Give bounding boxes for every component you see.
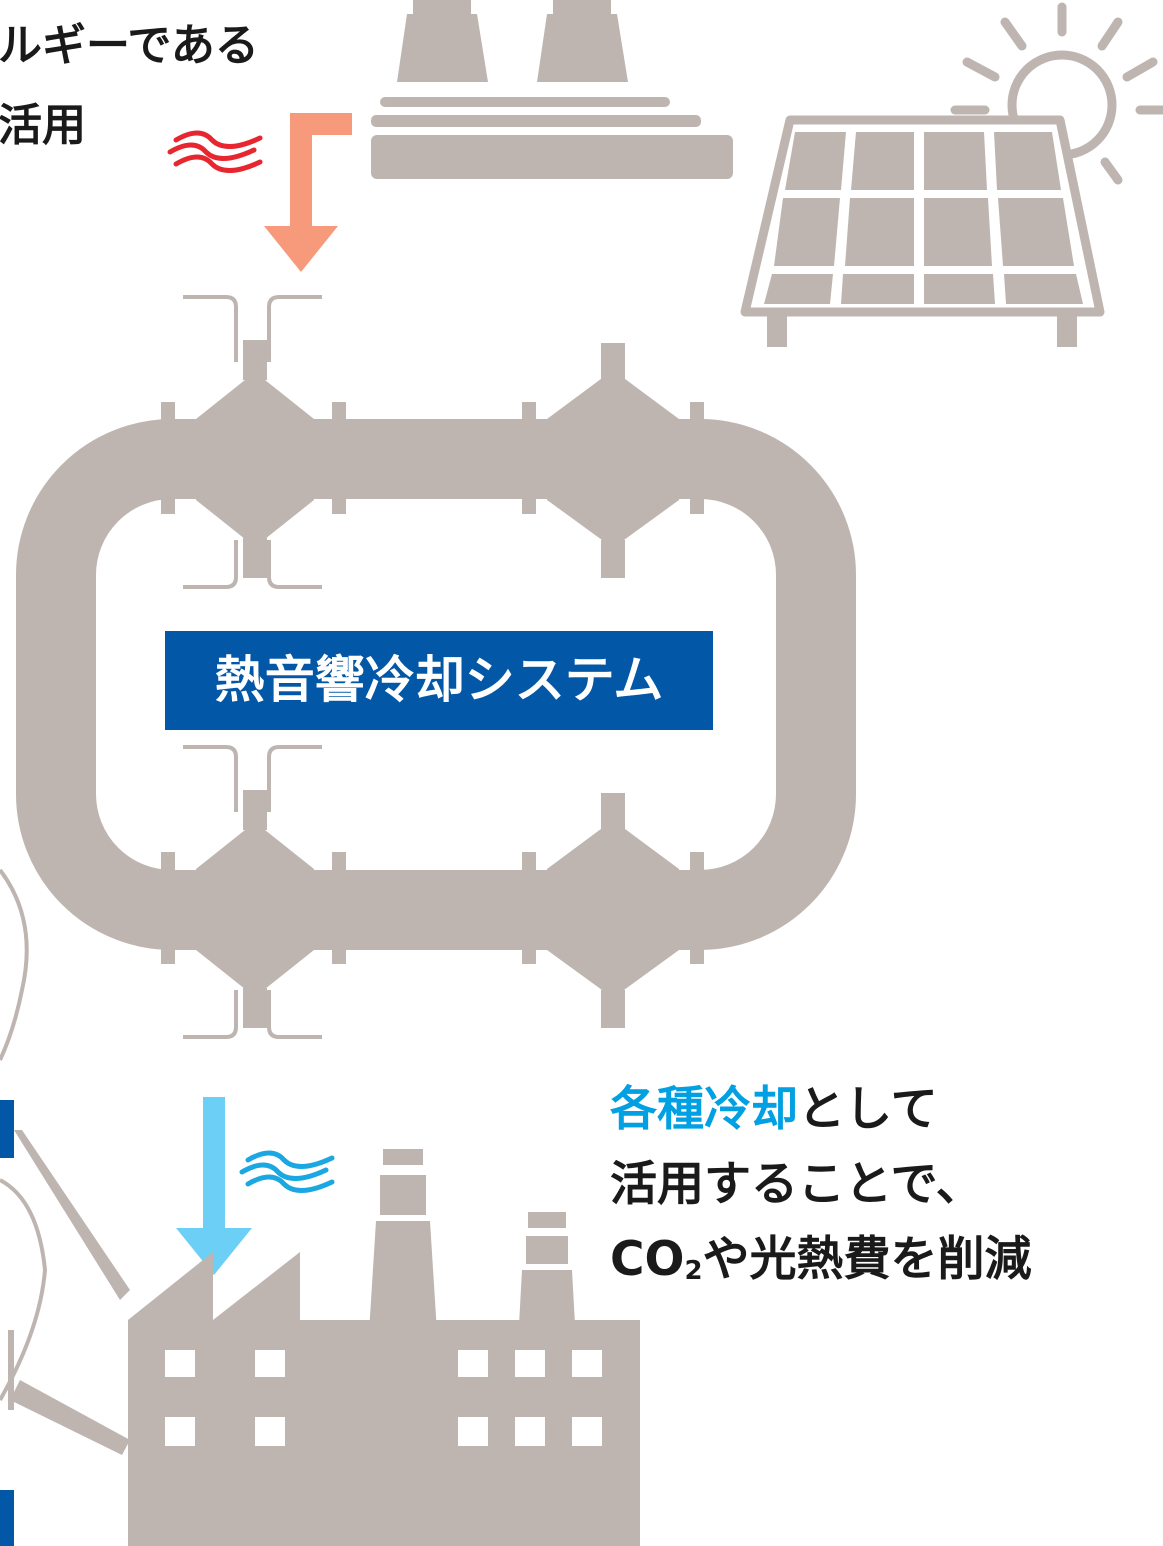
bottom-caption: 各種冷却として 活用することで、 CO2や光熱費を削減 <box>610 1072 1032 1309</box>
power-plant-icon <box>371 0 733 179</box>
bottom-caption-highlight: 各種冷却 <box>610 1082 798 1137</box>
top-caption: ルギーである 活用 <box>0 6 259 166</box>
bottom-caption-line2: 活用することで、 <box>610 1157 983 1212</box>
bottom-caption-line1: 各種冷却として <box>610 1072 1032 1147</box>
bottom-caption-line3: CO2や光熱費を削減 <box>610 1222 1032 1309</box>
system-label: 熱音響冷却システム <box>165 631 713 730</box>
solar-panel-icon <box>740 115 1105 347</box>
co2-subscript: 2 <box>684 1256 703 1286</box>
top-caption-line2: 活用 <box>0 100 86 151</box>
bottom-caption-line1-rest: として <box>798 1082 938 1137</box>
thermoacoustic-loop <box>16 419 856 950</box>
factory-icon <box>128 1149 640 1546</box>
cold-waves-icon <box>239 1150 335 1193</box>
heat-input-arrow <box>264 113 352 272</box>
bottom-caption-line3-rest: や光熱費を削減 <box>702 1232 1032 1287</box>
co2-text: CO <box>610 1232 685 1287</box>
cold-output-arrow <box>176 1097 252 1275</box>
heat-exchanger-ports <box>183 295 322 1039</box>
loop-components <box>161 340 704 1028</box>
left-partial-bubbles <box>0 868 130 1546</box>
top-caption-line1: ルギーである <box>0 20 259 71</box>
heat-waves-icon <box>167 130 263 173</box>
